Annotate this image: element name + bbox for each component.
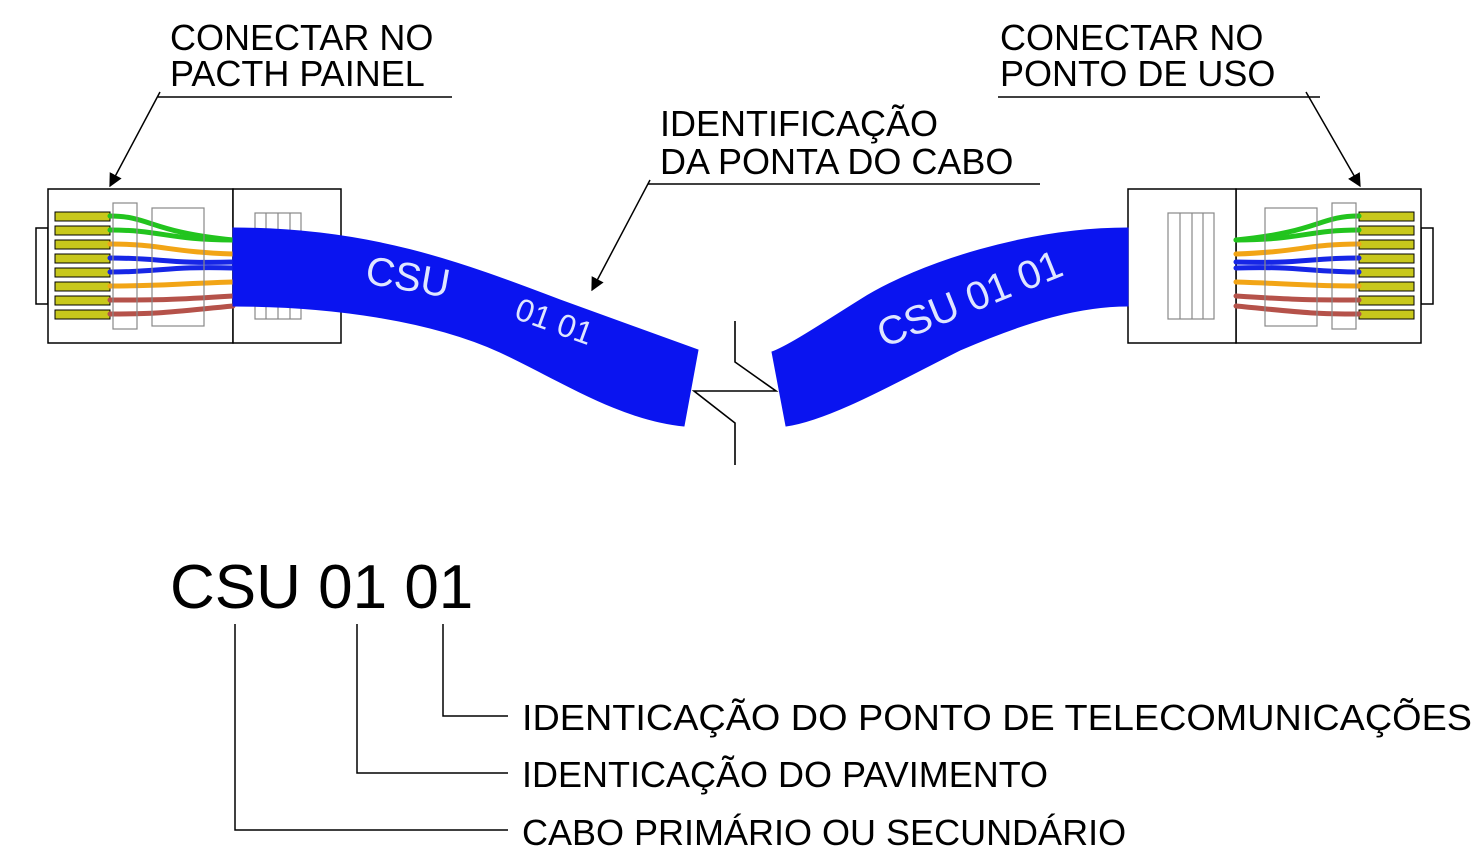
code-legend-leaders [234,624,508,831]
left-connector-label-line2: PACTH PAINEL [170,53,425,94]
left-connector-leader [109,91,161,188]
left-connector-label-line1: CONECTAR NO [170,17,433,58]
legend-floor-id: IDENTICAÇÃO DO PAVIMENTO [522,754,1048,795]
cable-break-symbol [691,321,779,465]
right-connector-label-line1: CONECTAR NO [1000,17,1263,58]
right-wires [1233,213,1362,317]
right-pins [1358,211,1415,320]
left-cable [232,227,699,427]
right-cable [771,227,1129,427]
right-connector-label-line2: PONTO DE USO [1000,53,1275,94]
legend-cable-type: CABO PRIMÁRIO OU SECUNDÁRIO [522,812,1126,853]
cable-id-label-line2: DA PONTA DO CABO [660,141,1013,182]
code-example: CSU 01 01 [170,553,473,622]
legend-point-id: IDENTICAÇÃO DO PONTO DE TELECOMUNICAÇÕES [522,697,1472,738]
right-connector-leader [1305,91,1361,188]
cable-id-label-line1: IDENTIFICAÇÃO [660,103,938,144]
cable-id-leader [591,179,651,292]
right-rj45-connector [1127,188,1434,344]
left-wires [107,213,236,317]
